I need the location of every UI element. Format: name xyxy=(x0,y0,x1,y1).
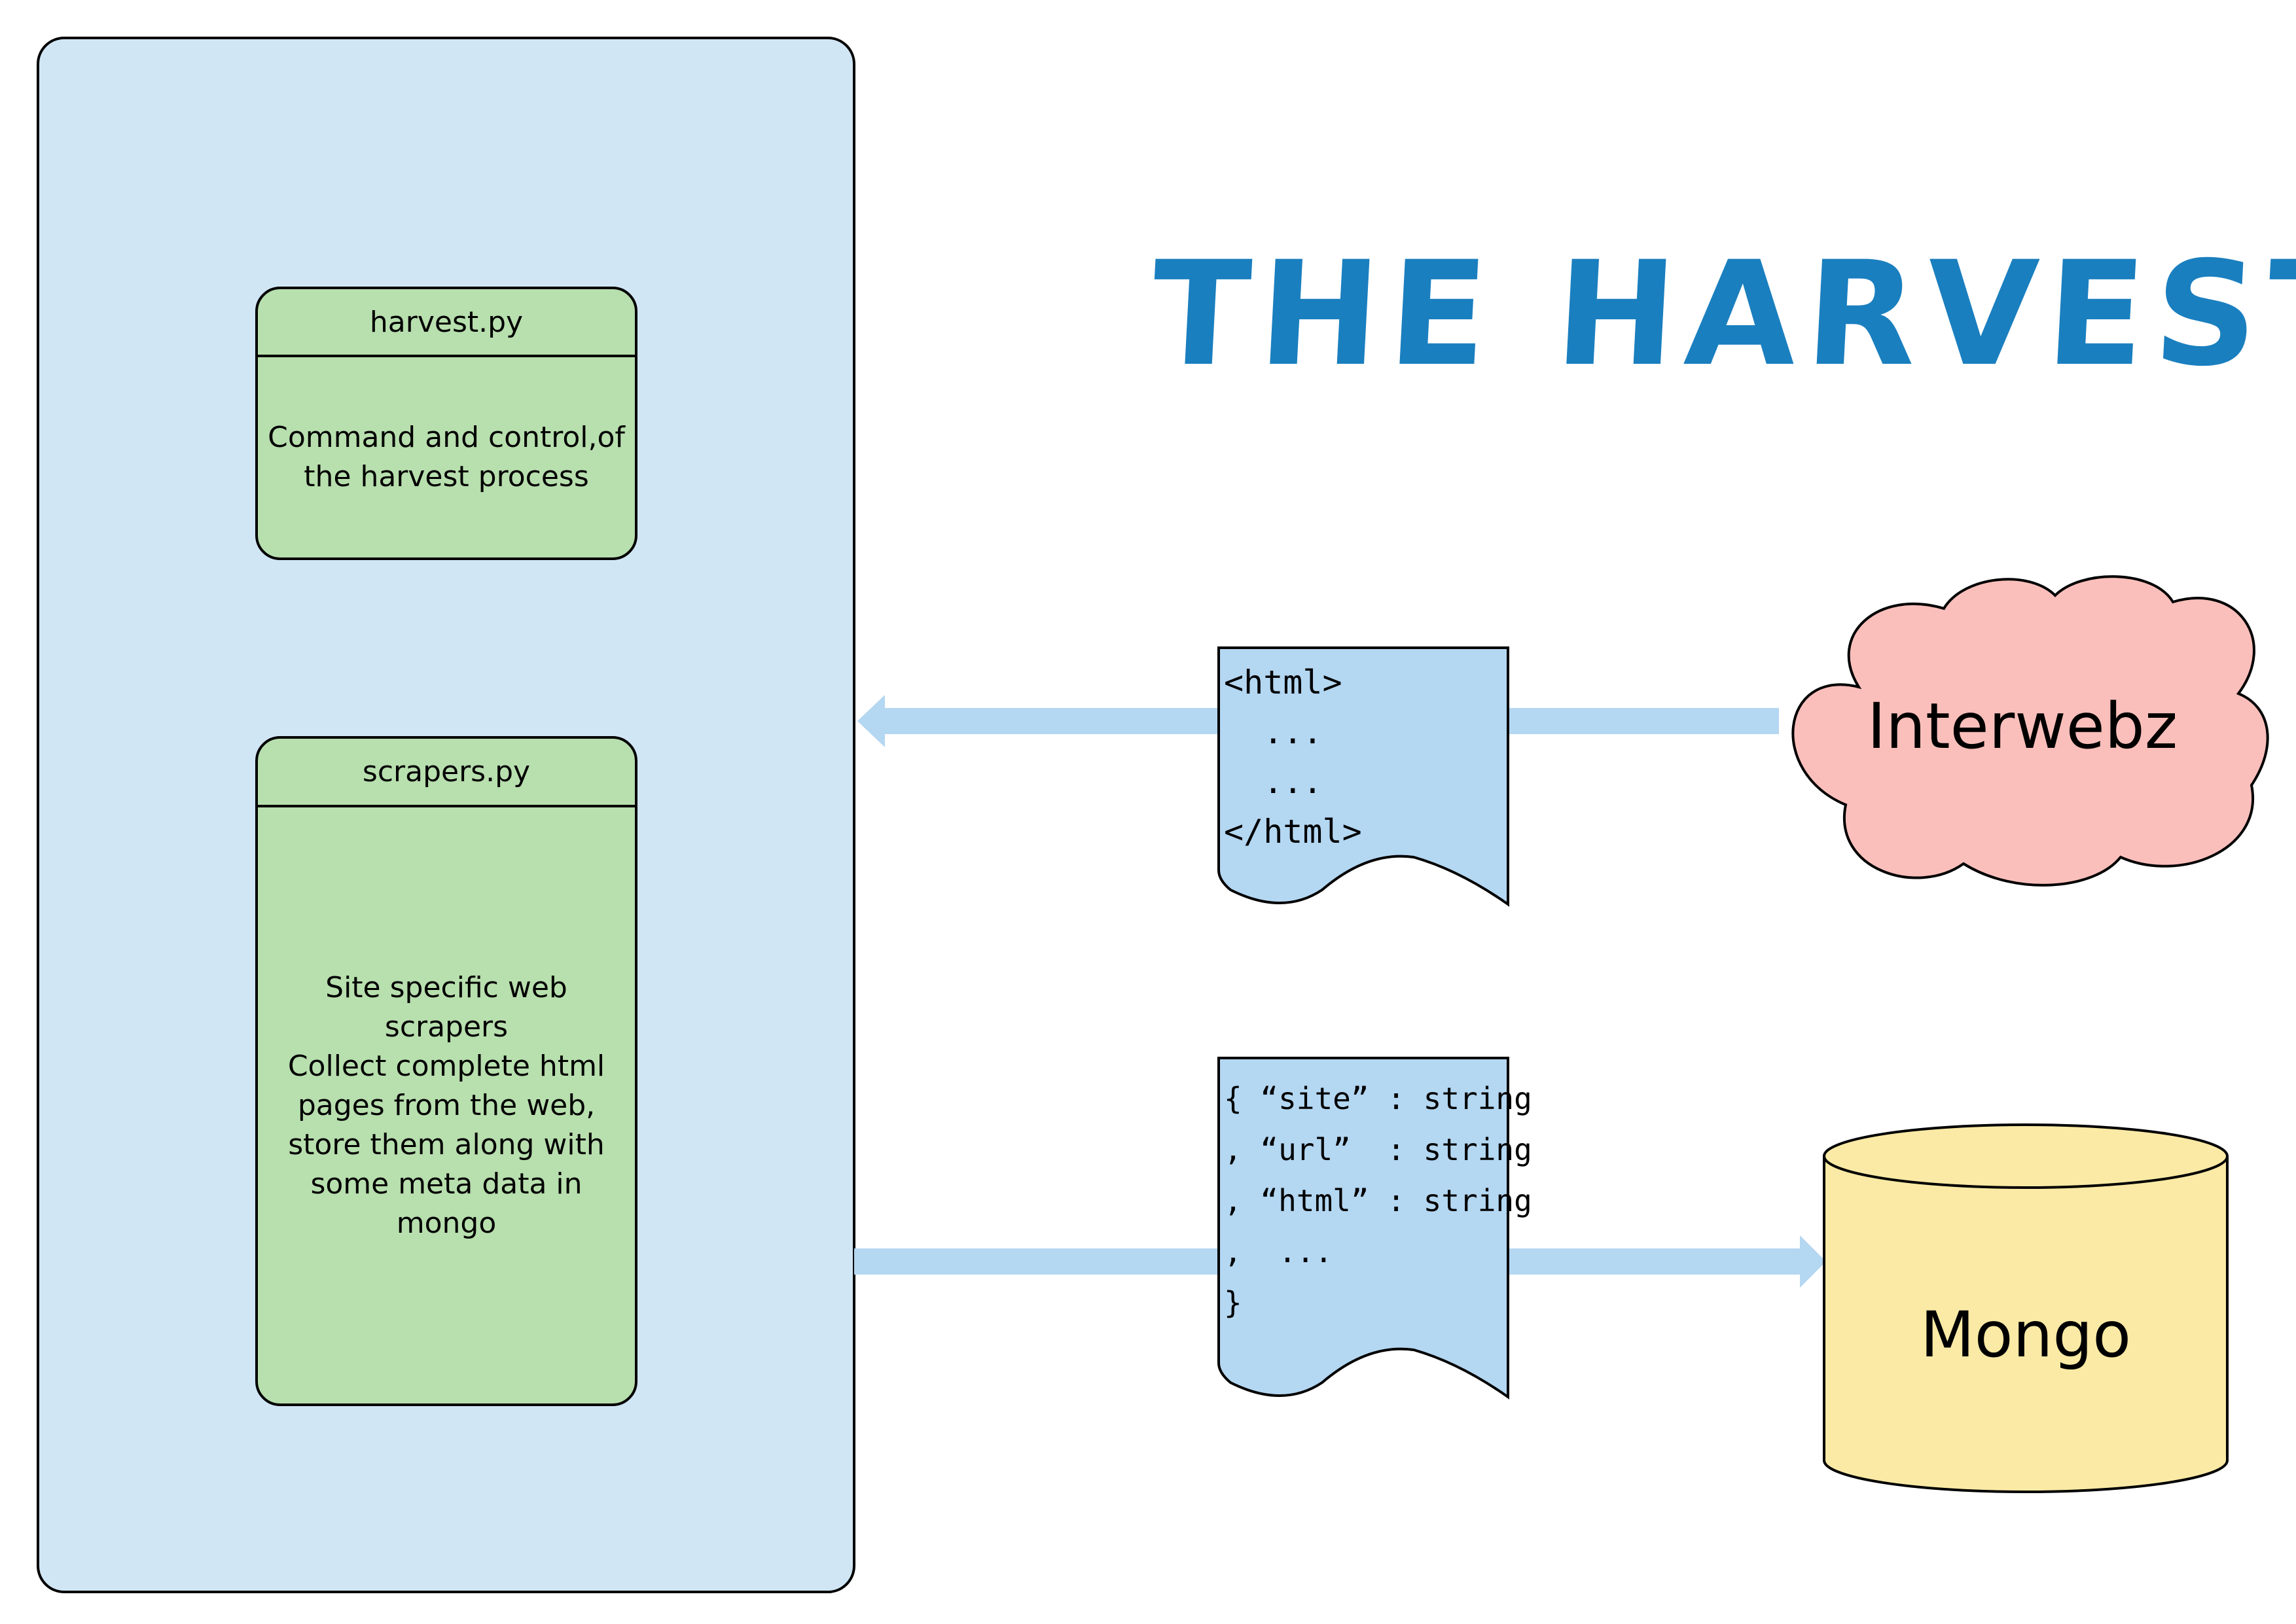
diagram-title: THE HARVEST xyxy=(1147,230,2296,398)
interwebz-label: Interwebz xyxy=(1867,690,2178,763)
html-document-shape xyxy=(1217,646,1509,907)
harvest-box-title: harvest.py xyxy=(369,305,524,339)
html-document-text: <html> ... ... </html> xyxy=(1224,663,1362,851)
scrapers-box-description: Site specific web scrapers Collect compl… xyxy=(287,970,605,1240)
harvest-box xyxy=(255,287,637,560)
scrapers-box-title: scrapers.py xyxy=(362,755,531,788)
interwebz-cloud-shape xyxy=(1791,575,2269,887)
scrapers-box xyxy=(255,736,637,1406)
json-document-shape xyxy=(1217,1057,1509,1400)
json-document-text: { “site” : string , “url” : string , “ht… xyxy=(1224,1081,1532,1320)
mongo-database-shape xyxy=(1823,1123,2229,1493)
harvest-box-description: Command and control,of the harvest proce… xyxy=(268,421,625,493)
mongo-label: Mongo xyxy=(1920,1298,2132,1371)
